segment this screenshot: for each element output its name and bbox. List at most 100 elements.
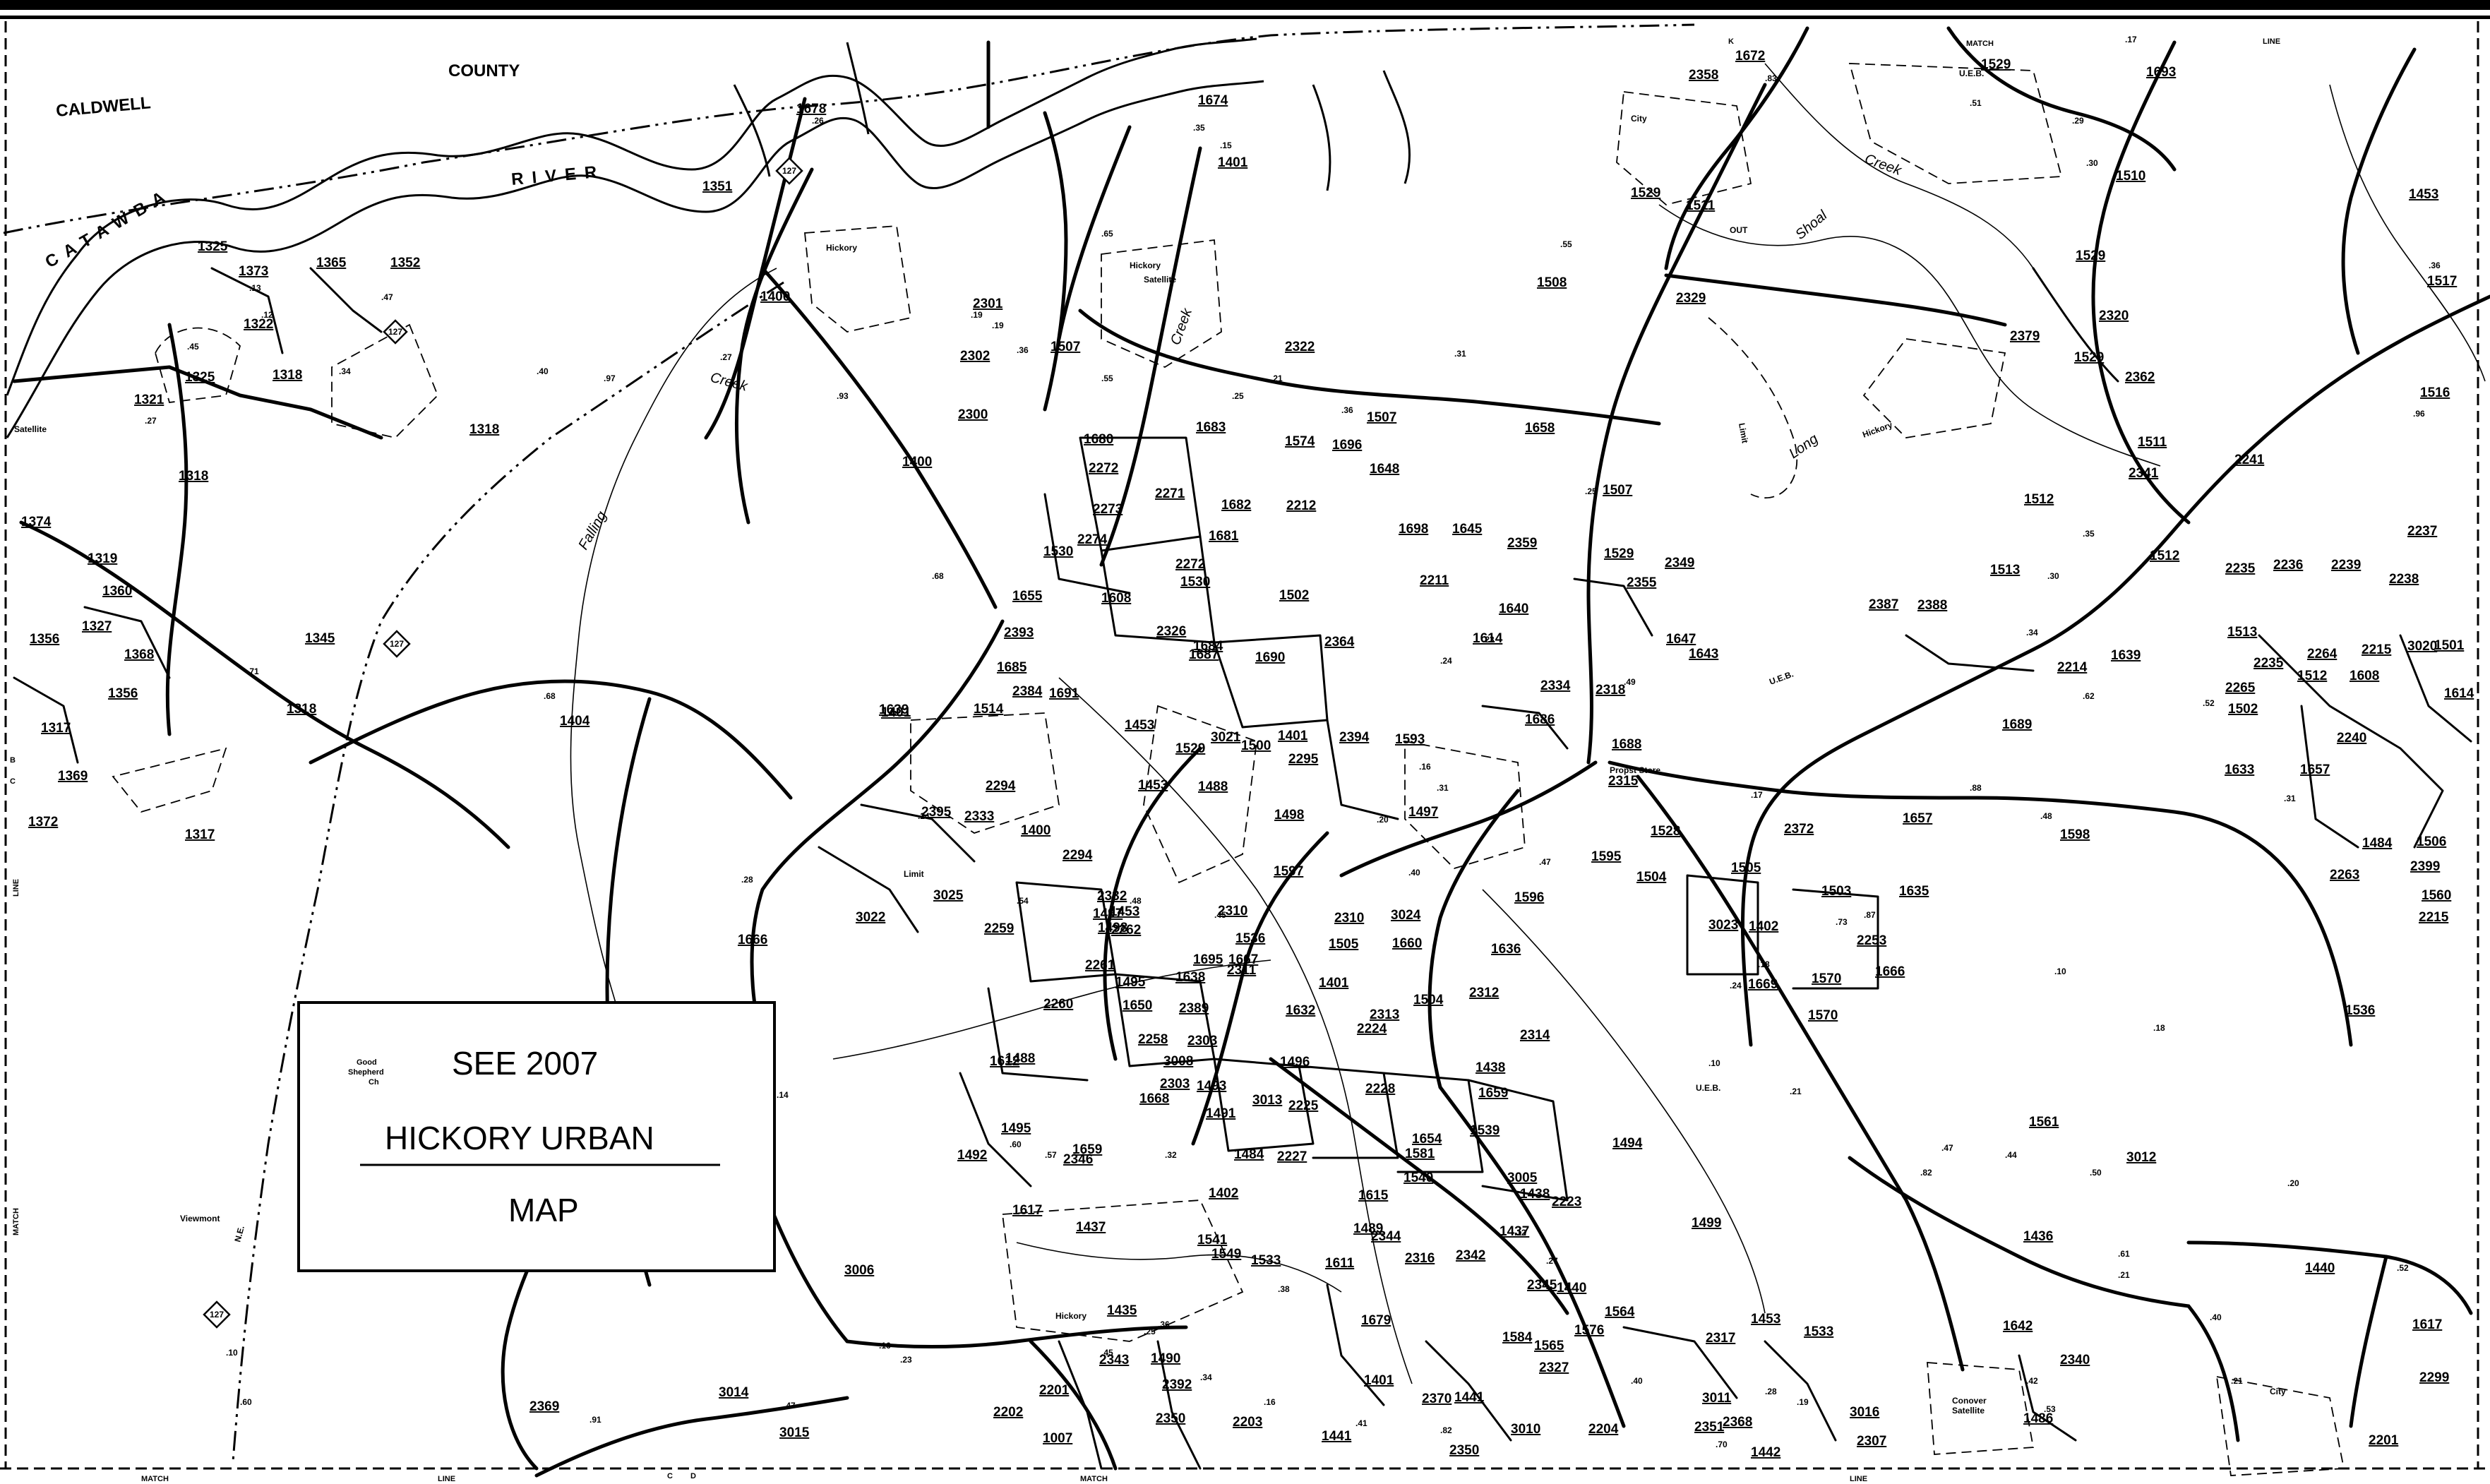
route-number: 3016 — [1850, 1405, 1879, 1420]
mileage-label: .34 — [2026, 628, 2038, 638]
route-number: 3023 — [1708, 918, 1738, 933]
inset-line1: SEE 2007 — [452, 1045, 598, 1082]
ueb-label: U.E.B. — [1768, 669, 1795, 687]
county-boundary — [3, 23, 1695, 1462]
route-number: 2201 — [2369, 1433, 2399, 1448]
route-number: 2295 — [1288, 752, 1319, 767]
route-number: 1636 — [1491, 942, 1521, 957]
route-labels: 1674 1401 1351 1678 2358 1672 1529 1693 … — [21, 49, 2474, 1460]
route-number: 1517 — [2427, 274, 2457, 289]
route-number: 1660 — [1392, 936, 1422, 951]
inset-line3: MAP — [508, 1192, 579, 1228]
route-number: 1438 — [1476, 1060, 1505, 1075]
mileage-label: .73 — [1836, 917, 1848, 927]
mileage-label: .24 — [918, 811, 930, 821]
route-number: 2225 — [1288, 1099, 1319, 1113]
route-number: 2271 — [1155, 486, 1185, 501]
route-number: 1530 — [1043, 544, 1073, 559]
route-number: 1453 — [2409, 187, 2438, 202]
route-number: 2314 — [1520, 1028, 1550, 1043]
falling-creek-label: Falling — [575, 508, 610, 552]
route-number: 2359 — [1507, 536, 1537, 551]
route-number: 1633 — [2225, 762, 2254, 777]
svg-text:127: 127 — [388, 327, 402, 337]
route-number: 2387 — [1869, 597, 1898, 612]
route-number: 1400 — [760, 289, 790, 304]
route-number: 1321 — [134, 393, 164, 407]
route-number: 2253 — [1857, 933, 1886, 948]
route-number: 1608 — [2350, 669, 2379, 683]
route-number: 1638 — [1175, 970, 1205, 985]
route-number: 2300 — [958, 407, 988, 422]
route-number: 1486 — [2023, 1411, 2053, 1426]
route-number: 2215 — [2362, 642, 2392, 657]
mileage-label: .88 — [1970, 783, 1982, 793]
mileage-label: .70 — [1716, 1440, 1728, 1449]
mileage-label: .61 — [2118, 1249, 2130, 1259]
route-number: 1666 — [738, 933, 767, 947]
route-number: 2393 — [1004, 626, 1034, 640]
route-number: 1318 — [287, 702, 316, 717]
mileage-label: .34 — [339, 366, 351, 376]
route-number: 2241 — [2234, 453, 2265, 467]
route-number: 1401 — [1278, 729, 1308, 743]
route-number: 1507 — [1603, 483, 1632, 498]
route-number: 1528 — [1651, 824, 1680, 839]
route-number: 2320 — [2099, 309, 2129, 323]
route-number: 1504 — [1636, 870, 1667, 885]
mileage-label: .65 — [1101, 229, 1113, 239]
route-number: 2235 — [2225, 561, 2256, 576]
route-number: 2332 — [1097, 889, 1127, 904]
route-number: 1614 — [1473, 631, 1503, 646]
route-number: 2388 — [1917, 598, 1947, 613]
ueb-label-3: U.E.B. — [1959, 68, 1984, 78]
route-number: 1438 — [1520, 1187, 1550, 1202]
mileage-label: .35 — [2083, 529, 2095, 539]
mileage-label: .48 — [1130, 896, 1142, 906]
route-number: 1484 — [1234, 1147, 1264, 1162]
mileage-label: .25 — [1585, 486, 1597, 496]
route-number: 1643 — [1689, 647, 1718, 662]
route-number: 2372 — [1784, 822, 1814, 837]
route-number: 1657 — [1903, 811, 1932, 826]
svg-text:127: 127 — [782, 166, 796, 176]
route-number: 1698 — [1399, 522, 1428, 537]
route-number: 1453 — [1751, 1312, 1780, 1327]
route-number: 1351 — [702, 179, 733, 194]
route-number: 1437 — [1500, 1224, 1529, 1239]
route-number: 1533 — [1804, 1324, 1833, 1339]
mileage-label: .50 — [2090, 1168, 2102, 1178]
route-number: 1490 — [1151, 1351, 1180, 1366]
route-number: 1505 — [1731, 861, 1761, 875]
mileage-label: .10 — [2054, 967, 2066, 976]
route-number: 2212 — [1286, 498, 1316, 513]
route-number: 1561 — [2029, 1115, 2059, 1130]
mileage-label: .24 — [1730, 981, 1742, 991]
route-number: 1564 — [1605, 1305, 1635, 1320]
limit-label-2: Limit — [1737, 422, 1750, 444]
route-number: 1368 — [124, 647, 154, 662]
route-number: 1512 — [2150, 549, 2179, 563]
route-number: 1685 — [997, 660, 1027, 675]
route-number: 1667 — [1228, 952, 1258, 967]
hickory-bottom-label: Hickory — [1055, 1311, 1087, 1321]
route-number: 1529 — [1604, 546, 1634, 561]
route-number: 1007 — [1043, 1431, 1072, 1446]
mileage-label: .16 — [1264, 1397, 1276, 1407]
inset-reference-box: SEE 2007 HICKORY URBAN MAP Good Shepherd… — [297, 1001, 776, 1272]
hickory-sat-label: Hickory — [1861, 419, 1893, 439]
route-number: 1365 — [316, 256, 347, 270]
mileage-label: .41 — [1355, 1418, 1367, 1428]
route-number: 1529 — [1981, 57, 2011, 72]
route-number: 1356 — [30, 632, 59, 647]
route-number: 1615 — [1358, 1188, 1389, 1203]
route-number: 3008 — [1163, 1054, 1193, 1069]
route-number: 2345 — [1527, 1278, 1557, 1293]
route-number: 3015 — [779, 1425, 810, 1440]
route-number: 1360 — [102, 584, 132, 599]
svg-text:127: 127 — [390, 639, 404, 649]
route-number: 2350 — [1449, 1443, 1479, 1458]
route-number: 2315 — [1608, 774, 1639, 789]
route-number: 1596 — [1514, 890, 1544, 905]
sheet-b-label: B — [10, 756, 16, 765]
